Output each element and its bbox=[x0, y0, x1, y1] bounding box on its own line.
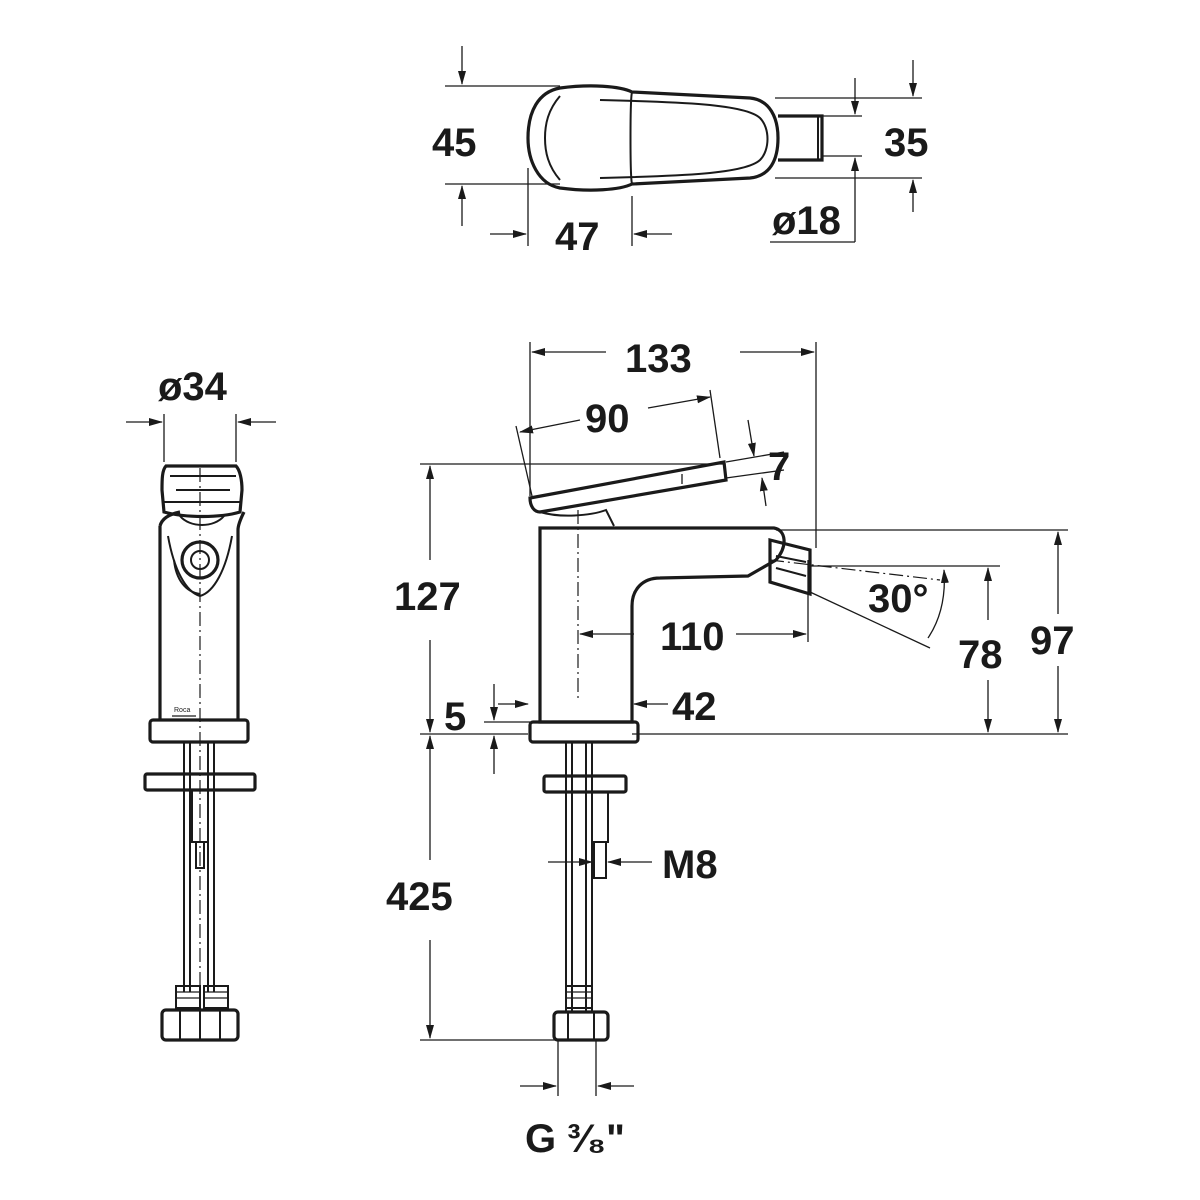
label-7: 7 bbox=[768, 445, 790, 489]
dim-42-body-width: 42 bbox=[633, 685, 717, 729]
label-35: 35 bbox=[884, 121, 929, 165]
dim-127-total-height: 127 bbox=[394, 463, 724, 735]
label-425: 425 bbox=[386, 875, 453, 919]
dim-5-base-thickness: 5 bbox=[444, 684, 530, 774]
label-110: 110 bbox=[660, 615, 725, 659]
top-view-lever-outline bbox=[526, 84, 824, 192]
label-97: 97 bbox=[1030, 619, 1075, 663]
dim-47-body-width: 47 bbox=[490, 168, 672, 259]
label-34: ø34 bbox=[158, 365, 228, 409]
dim-34-diameter: ø34 bbox=[126, 365, 276, 462]
dim-18-spout-diameter: ø18 bbox=[770, 78, 862, 243]
label-78: 78 bbox=[958, 633, 1003, 677]
front-view-body bbox=[528, 460, 941, 1042]
dim-110-spout-reach: 110 bbox=[579, 560, 809, 659]
front-view: 133 90 7 127 bbox=[386, 337, 1075, 1161]
dim-7-lever-angle: 7 bbox=[725, 419, 790, 507]
dim-133-overall-length: 133 bbox=[529, 337, 817, 548]
side-view-body: Roca bbox=[143, 464, 257, 1042]
dim-78-spout-height: 78 bbox=[810, 565, 1003, 733]
dim-97-spout-top-height: 97 bbox=[632, 529, 1075, 735]
label-133: 133 bbox=[625, 337, 692, 381]
dim-30-spray-angle: 30° bbox=[809, 569, 949, 649]
label-m8: M8 bbox=[662, 843, 718, 887]
brand-label: Roca bbox=[174, 707, 190, 714]
label-42: 42 bbox=[672, 685, 717, 729]
label-5: 5 bbox=[444, 695, 466, 739]
dim-m8-stud-thread: M8 bbox=[548, 843, 718, 887]
label-18: ø18 bbox=[772, 199, 841, 243]
dim-425-hose-length: 425 bbox=[386, 735, 556, 1041]
dim-90-lever-length: 90 bbox=[515, 389, 721, 497]
side-view: Roca bbox=[126, 365, 276, 1042]
label-g38: G ³⁄₈" bbox=[525, 1117, 625, 1161]
dim-g38-connection: G ³⁄₈" bbox=[520, 1040, 634, 1161]
label-90: 90 bbox=[585, 397, 630, 441]
label-127: 127 bbox=[394, 575, 461, 619]
label-47: 47 bbox=[555, 215, 600, 259]
dim-45-height: 45 bbox=[432, 46, 560, 226]
dim-35-lever-width: 35 bbox=[775, 60, 929, 212]
top-view: 45 35 ø18 47 bbox=[432, 46, 929, 259]
label-30: 30° bbox=[868, 577, 929, 621]
label-45: 45 bbox=[432, 121, 477, 165]
